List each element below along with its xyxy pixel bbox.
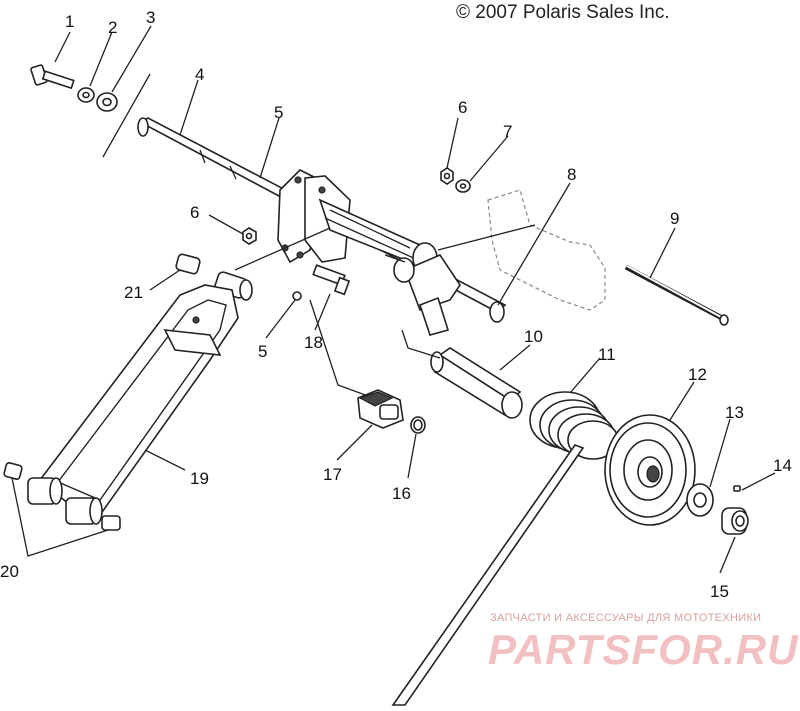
callout-14: 14 [773, 456, 792, 475]
part-cap-15 [721, 507, 749, 535]
copyright-text: © 2007 Polaris Sales Inc. [456, 2, 670, 23]
callout-21: 21 [124, 283, 143, 302]
callout-5-lower: 5 [258, 342, 267, 361]
callout-2: 2 [108, 18, 117, 37]
part-bushings-20 [3, 462, 121, 531]
part-crossbar-bracket [277, 169, 432, 272]
callout-19: 19 [190, 469, 209, 488]
part-ring-16 [410, 416, 426, 434]
callout-labels: 1 2 3 4 5 6 6 7 8 9 10 11 12 13 14 15 16… [0, 8, 792, 601]
part-pin-18 [312, 264, 351, 296]
callout-8: 8 [567, 165, 576, 184]
part-sleeve-10 [430, 347, 523, 419]
callout-18: 18 [304, 333, 323, 352]
part-nut-lower [242, 227, 257, 245]
watermark-logo: PARTSFOR.RU [488, 626, 799, 673]
callout-16: 16 [392, 484, 411, 503]
leader-lines [11, 25, 776, 574]
callout-9: 9 [670, 209, 679, 228]
part-bolt [30, 64, 75, 90]
part-clip-block [357, 389, 404, 429]
part-long-rod [624, 264, 729, 326]
callout-10: 10 [524, 327, 543, 346]
part-torque-arm [38, 284, 239, 516]
callout-15: 15 [710, 582, 729, 601]
watermark-tagline: ЗАПЧАСТИ И АКСЕССУАРЫ ДЛЯ МОТОТЕХНИКИ [490, 612, 762, 624]
callout-1: 1 [65, 12, 74, 31]
part-washer-13 [686, 483, 714, 517]
callout-6-right: 6 [458, 98, 467, 117]
callout-13: 13 [725, 403, 744, 422]
part-pivot-arm [384, 242, 461, 336]
part-nut-upper [440, 167, 454, 185]
callout-6-left: 6 [190, 203, 199, 222]
callout-4: 4 [195, 65, 204, 84]
callout-3: 3 [146, 8, 155, 27]
part-washer-small [77, 87, 95, 103]
callout-17: 17 [323, 465, 342, 484]
part-pin-14 [733, 485, 741, 492]
callout-7: 7 [503, 122, 512, 141]
callout-20: 20 [0, 562, 19, 581]
callout-11: 11 [598, 345, 616, 364]
callout-5-upper: 5 [274, 103, 283, 122]
part-small-nut [292, 291, 302, 301]
part-washer-7 [455, 179, 471, 193]
part-bushing-21 [175, 253, 201, 275]
axis-line-left [102, 73, 151, 158]
part-washer-large [96, 92, 118, 112]
callout-12: 12 [688, 365, 707, 384]
part-ghost-bracket [487, 189, 606, 311]
part-pulley-12 [604, 414, 696, 526]
